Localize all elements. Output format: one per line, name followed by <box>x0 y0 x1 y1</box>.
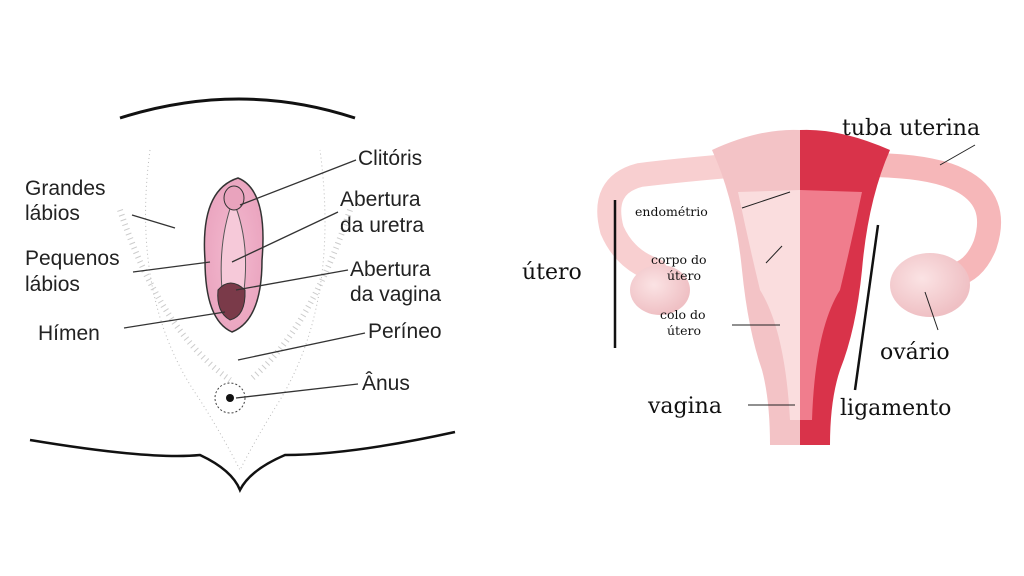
external-genitalia-illustration <box>29 97 456 494</box>
label-anus: Ânus <box>362 372 410 395</box>
svg-text:tuba uterina: tuba uterina <box>842 116 980 141</box>
svg-text:Ânus: Ânus <box>362 372 410 395</box>
label-endometrio: endométrio <box>635 204 708 219</box>
label-ovario: ovário <box>880 340 950 365</box>
svg-text:Abertura: Abertura <box>340 188 421 211</box>
label-colo-do-utero-1: colo do <box>660 307 706 322</box>
label-clitoris: Clitóris <box>358 147 422 170</box>
svg-text:Períneo: Períneo <box>368 320 442 343</box>
label-grandes-labios-2: lábios <box>25 202 80 225</box>
label-corpo-do-utero-1: corpo do <box>651 252 707 267</box>
svg-text:Hímen: Hímen <box>38 322 100 345</box>
label-perineo: Períneo <box>368 320 442 343</box>
label-corpo-do-utero-2: útero <box>667 268 701 283</box>
svg-text:Pequenos: Pequenos <box>25 247 120 270</box>
label-abertura-uretra-2: da uretra <box>340 214 424 237</box>
label-abertura-vagina-2: da vagina <box>350 283 441 306</box>
label-pequenos-labios-2: lábios <box>25 273 80 296</box>
svg-text:lábios: lábios <box>25 273 80 296</box>
svg-text:corpo do: corpo do <box>651 252 707 267</box>
label-tuba-uterina: tuba uterina <box>842 116 980 141</box>
svg-text:útero: útero <box>667 268 701 283</box>
svg-text:lábios: lábios <box>25 202 80 225</box>
svg-text:útero: útero <box>522 260 582 285</box>
svg-text:vagina: vagina <box>647 394 722 419</box>
svg-text:ovário: ovário <box>880 340 950 365</box>
svg-text:útero: útero <box>667 323 701 338</box>
uterus-illustration <box>597 129 1002 446</box>
label-abertura-vagina-1: Abertura <box>350 258 431 281</box>
svg-text:da uretra: da uretra <box>340 214 424 237</box>
svg-text:Abertura: Abertura <box>350 258 431 281</box>
svg-text:da vagina: da vagina <box>350 283 441 306</box>
label-abertura-uretra-1: Abertura <box>340 188 421 211</box>
svg-text:Clitóris: Clitóris <box>358 147 422 170</box>
svg-text:endométrio: endométrio <box>635 204 708 219</box>
label-colo-do-utero-2: útero <box>667 323 701 338</box>
svg-text:colo do: colo do <box>660 307 706 322</box>
label-himen: Hímen <box>38 322 100 345</box>
label-pequenos-labios-1: Pequenos <box>25 247 120 270</box>
label-utero: útero <box>522 260 582 285</box>
label-vagina: vagina <box>647 394 722 419</box>
label-grandes-labios-1: Grandes <box>25 177 106 200</box>
label-ligamento: ligamento <box>840 396 951 421</box>
svg-text:Grandes: Grandes <box>25 177 106 200</box>
svg-text:ligamento: ligamento <box>840 396 951 421</box>
